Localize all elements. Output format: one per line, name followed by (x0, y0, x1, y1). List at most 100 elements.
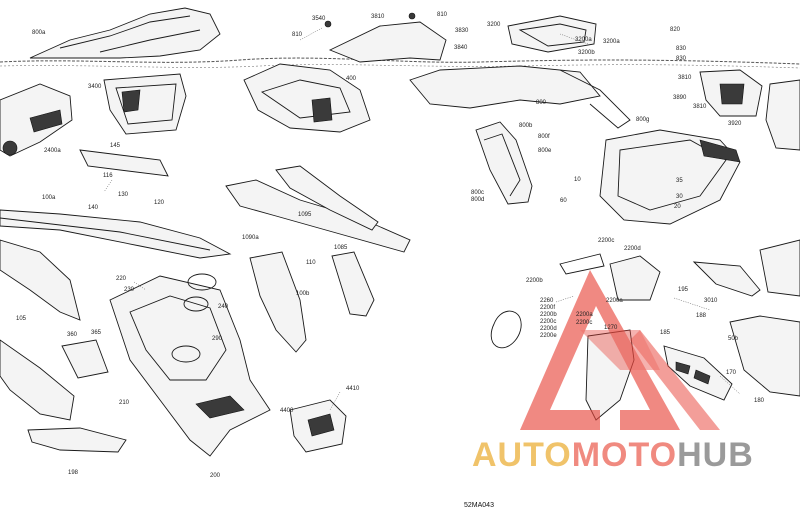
callout-label: 2200b (540, 312, 557, 318)
callout-label: 3840 (454, 45, 468, 51)
callout-label: 60 (560, 198, 567, 204)
callout-label: 240 (218, 304, 229, 310)
part-100a-rail (0, 209, 232, 259)
callout-label: 800c (471, 190, 485, 196)
callout-label: 3810 (678, 75, 692, 81)
callout-label: 3830 (455, 28, 469, 34)
callout-label: 110 (306, 260, 316, 266)
callout-label: 3200a (603, 39, 620, 45)
part-200-console (109, 275, 271, 457)
callout-label: 800d (471, 197, 485, 203)
callout-label: 2400a (44, 148, 61, 154)
callout-label: 820 (670, 27, 681, 33)
callout-label: 200 (210, 473, 221, 479)
callout-label: 195 (678, 287, 689, 293)
callout-label: 120 (154, 200, 165, 206)
callout-label: 2200c (540, 319, 557, 325)
part-1085-bracket (331, 251, 375, 317)
callout-label: 360 (67, 332, 78, 338)
callout-label: 1270 (604, 325, 618, 331)
callout-label: 30 (676, 194, 683, 200)
part-800-side-trim (409, 65, 601, 109)
callout-label: 50b (728, 336, 739, 342)
callout-label: 365 (91, 330, 102, 336)
part-3400-storage-bin (103, 73, 187, 135)
part-195-trim (692, 261, 761, 297)
callout-label: 3920 (728, 121, 742, 127)
callout-label: 4400 (280, 408, 294, 414)
callout-label: 800f (538, 134, 550, 140)
callout-label: 10 (574, 177, 581, 183)
callout-label: 3810 (371, 14, 385, 20)
callout-label: 3400 (88, 84, 102, 90)
watermark-logo (520, 270, 720, 430)
diagram-code: 52MA043 (464, 502, 494, 509)
callout-label: 830 (676, 46, 687, 52)
callout-label: 140 (88, 205, 99, 211)
part-3200-glovebox (507, 15, 597, 53)
callout-label: 3200 (487, 22, 501, 28)
part-800c-duct (475, 121, 533, 205)
watermark-hub: HUB (677, 436, 754, 474)
leader-lines (103, 27, 741, 411)
callout-label: 2200b (526, 278, 543, 284)
callout-label: 800g (636, 117, 650, 123)
callout-label: 185 (660, 330, 671, 336)
callout-label: 3010 (704, 298, 718, 304)
callout-label: 220 (116, 276, 127, 282)
callout-label: 830 (676, 56, 687, 62)
callout-label: 188 (696, 313, 707, 319)
watermark-moto: MOTO (571, 436, 678, 474)
callout-label: 400 (346, 76, 357, 82)
part-10-front-fascia (599, 129, 741, 225)
callout-label: 2200f (540, 305, 556, 311)
callout-label: 1090a (242, 235, 259, 241)
callout-label: 2200c (598, 238, 615, 244)
callout-label: 100b (296, 291, 310, 297)
callout-label: 1095 (298, 212, 312, 218)
part-2260-seal (490, 310, 522, 349)
part-290-ring (183, 296, 209, 312)
callout-label: 145 (110, 143, 121, 149)
part-105-side-body (0, 239, 81, 321)
part-2200d-lens (609, 255, 661, 301)
callout-label: 2200d (540, 326, 557, 332)
callout-label: 100a (42, 195, 56, 201)
part-145-strip (79, 149, 169, 177)
part-240-ring (187, 273, 217, 291)
watermark-text: AUTOMOTOHUB (472, 436, 754, 475)
callout-label: 3200b (578, 50, 595, 56)
part-365-block (61, 339, 109, 379)
callout-label: 2200d (624, 246, 641, 252)
callout-label: 810 (437, 12, 448, 18)
callout-label: 800 (536, 100, 547, 106)
callout-label: 230 (124, 287, 135, 293)
callout-label: 105 (16, 316, 27, 322)
part-100b-side (249, 251, 307, 353)
part-3890-bracket (699, 69, 800, 151)
part-50b-fender (729, 315, 800, 397)
callout-label: 1085 (334, 245, 348, 251)
part-1095-panel (225, 179, 411, 253)
callout-label: 2200a (606, 298, 623, 304)
callout-label: 170 (726, 370, 737, 376)
callout-label: 3810 (693, 104, 707, 110)
callout-label: 3200a (575, 37, 592, 43)
part-800a-panel (29, 7, 221, 59)
part-400-dash-panel (243, 63, 371, 133)
callout-label: 198 (68, 470, 79, 476)
callout-label: 2260 (540, 298, 554, 304)
callout-label: 810 (292, 32, 303, 38)
callout-label: 4410 (346, 386, 360, 392)
callout-label: 210 (119, 400, 130, 406)
part-3830-top-cover (328, 21, 447, 63)
watermark-auto: AUTO (472, 436, 572, 474)
callout-label: 2200a (576, 312, 593, 318)
callout-label: 2200c (576, 320, 593, 326)
callout-label: 800e (538, 148, 552, 154)
callout-label: 180 (754, 398, 765, 404)
callout-label: 800b (519, 123, 533, 129)
callout-label: 2200e (540, 333, 557, 339)
part-4400-box (289, 399, 347, 453)
